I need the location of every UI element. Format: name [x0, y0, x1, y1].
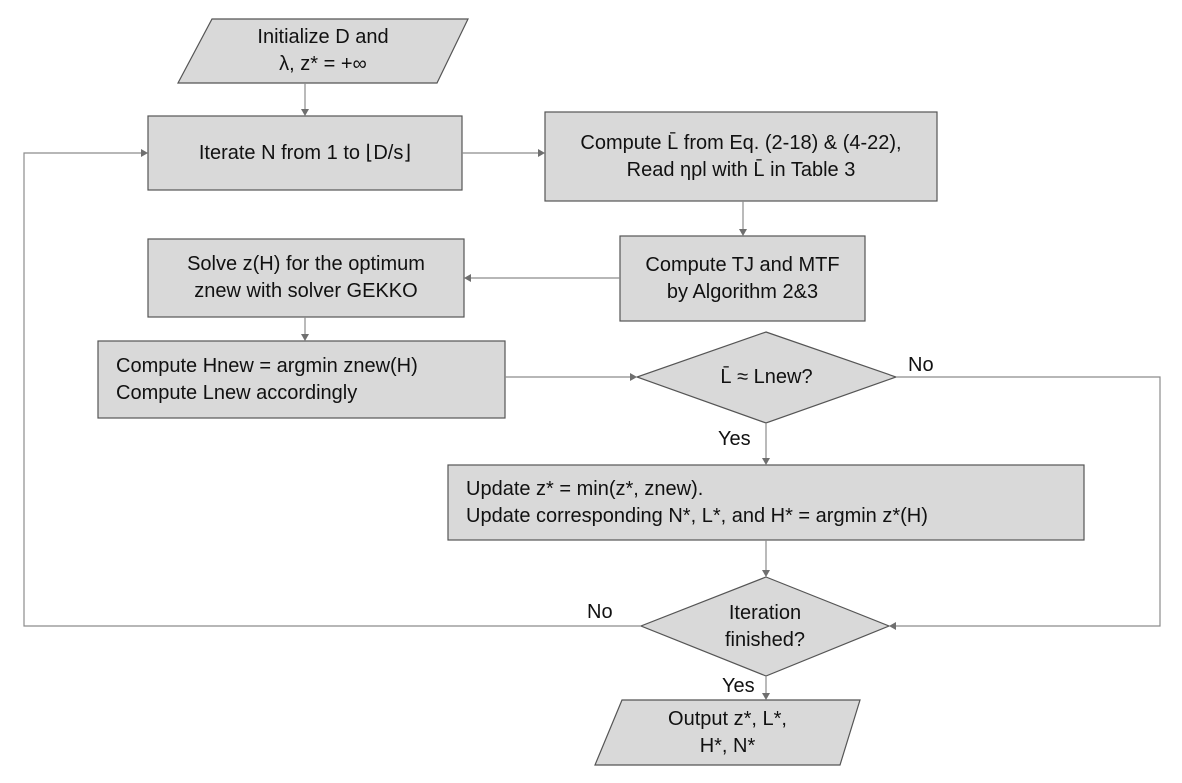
arrowhead: [762, 458, 770, 465]
compute-l-node: Compute L̄ from Eq. (2-18) & (4-22), Rea…: [545, 112, 937, 201]
edge-iteration-no: [23, 152, 641, 627]
output-parallelogram: [594, 699, 861, 766]
compute-tj-node: Compute TJ and MTF by Algorithm 2&3: [620, 236, 865, 321]
label-yes-iteration: Yes: [722, 675, 755, 697]
compute-l-line1: Compute L̄ from Eq. (2-18) & (4-22),: [580, 131, 902, 154]
arrowhead: [301, 109, 309, 116]
init-line1: Initialize D and: [257, 26, 389, 48]
edge-decision-no: [893, 376, 1161, 627]
solve-line2: znew with solver GEKKO: [194, 280, 418, 302]
arrowhead: [739, 229, 747, 236]
compute-l-line2: Read ηpl with L̄ in Table 3: [626, 158, 856, 181]
arrowhead: [762, 570, 770, 577]
arrowhead: [538, 149, 545, 157]
decision-iteration-line1: Iteration: [728, 601, 802, 624]
compute-h-box: [97, 340, 506, 419]
decision-iteration-line2: finished?: [724, 628, 806, 651]
update-line1: Update z* = min(z*, znew).: [466, 477, 704, 500]
output-node: Output z*, L*, H*, N*: [595, 700, 860, 765]
output-line1: Output z*, L*,: [668, 707, 787, 730]
decision-iteration-node: Iteration finished?: [641, 577, 889, 676]
label-yes-decision-l: Yes: [718, 428, 751, 450]
label-no-iteration: No: [587, 601, 613, 623]
solve-line1: Solve z(H) for the optimum: [187, 253, 425, 275]
compute-h-line1: Compute Hnew = argmin znew(H): [116, 354, 418, 377]
update-line2: Update corresponding N*, L*, and H* = ar…: [466, 504, 928, 527]
iterate-node: Iterate N from 1 to ⌊D/s⌋: [148, 116, 462, 190]
arrowhead: [141, 149, 148, 157]
compute-h-line2: Compute Lnew accordingly: [116, 381, 358, 404]
decision-l-line1: L̄ ≈ Lnew?: [720, 366, 813, 388]
init-parallelogram: [177, 18, 469, 84]
compute-tj-box: [619, 235, 866, 322]
iterate-line1: Iterate N from 1 to ⌊D/s⌋: [198, 141, 412, 164]
compute-tj-line1: Compute TJ and MTF: [645, 253, 840, 276]
output-line2: H*, N*: [699, 734, 756, 757]
arrowhead: [889, 622, 896, 630]
init-node: Initialize D and λ, z* = +∞: [178, 19, 468, 83]
init-line2: λ, z* = +∞: [279, 53, 367, 75]
arrowhead: [630, 373, 637, 381]
arrowhead: [762, 693, 770, 700]
update-node: Update z* = min(z*, znew). Update corres…: [466, 465, 1080, 540]
solve-node: Solve z(H) for the optimum znew with sol…: [148, 239, 464, 317]
compute-h-node: Compute Hnew = argmin znew(H) Compute Ln…: [116, 341, 501, 418]
arrowhead: [464, 274, 471, 282]
compute-l-box: [544, 111, 938, 202]
label-no-decision-l: No: [908, 354, 934, 376]
decision-l-node: L̄ ≈ Lnew?: [637, 332, 896, 423]
compute-tj-line2: by Algorithm 2&3: [666, 280, 819, 303]
iterate-box: [147, 115, 463, 191]
arrowhead: [301, 334, 309, 341]
solve-box: [147, 238, 465, 318]
